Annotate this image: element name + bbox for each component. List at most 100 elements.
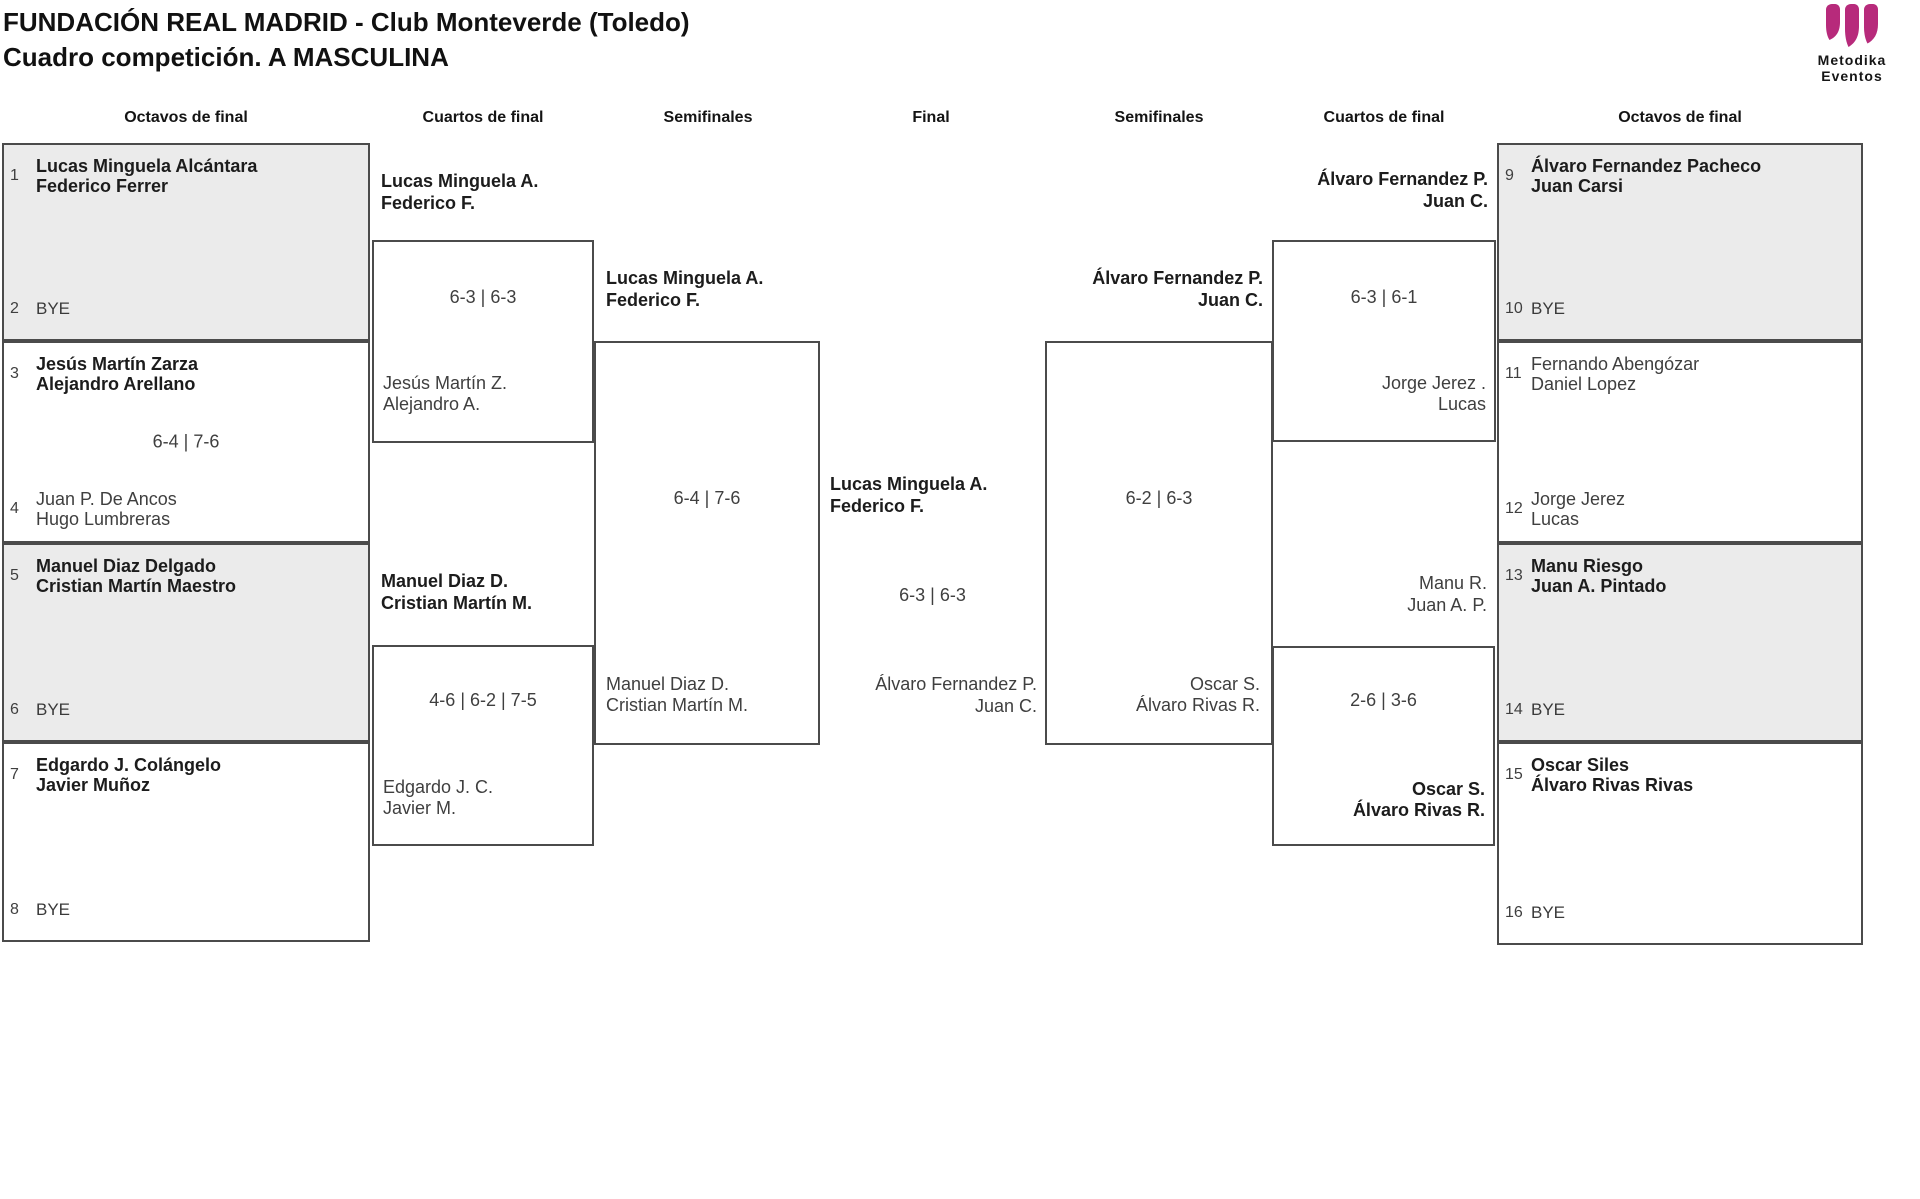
pair-names: Edgardo J. Colángelo Javier Muñoz <box>36 755 221 795</box>
match-score: 2-6 | 3-6 <box>1350 690 1417 710</box>
bracket-entry-bye: 10 BYE <box>1505 299 1565 319</box>
player-2: Federico F. <box>830 496 925 516</box>
player-1: Manuel Diaz Delgado <box>36 556 217 576</box>
player-2: Federico Ferrer <box>36 176 169 196</box>
qf-right-match-2: 2-6 | 3-6 Oscar S. Álvaro Rivas R. <box>1272 646 1495 846</box>
player-2: Álvaro Rivas R. <box>1352 800 1485 820</box>
player-1: Edgardo J. Colángelo <box>36 755 222 775</box>
round-header-r16-right: Octavos de final <box>1618 109 1742 126</box>
brand-name-line1: Metodika <box>1817 52 1887 68</box>
player-2: Alejandro A. <box>383 394 481 414</box>
bracket-entry: 12 Jorge Jerez Lucas <box>1505 489 1857 529</box>
match-score: 4-6 | 6-2 | 7-5 <box>429 690 537 710</box>
pair-names: Jorge Jerez Lucas <box>1531 489 1625 529</box>
player-1: Juan P. De Ancos <box>36 489 177 509</box>
player-1: Jorge Jerez <box>1531 489 1626 509</box>
qf-left-1-winner: Lucas Minguela A. Federico F. <box>381 170 538 214</box>
player-1: Fernando Abengózar <box>1531 354 1700 374</box>
qf-left-2-loser: Edgardo J. C. Javier M. <box>383 777 493 819</box>
bracket-entry-bye: 14 BYE <box>1505 700 1565 720</box>
player-2: Juan C. <box>1197 290 1263 310</box>
pair-names: Oscar Siles Álvaro Rivas Rivas <box>1531 755 1693 795</box>
seed-number: 6 <box>10 701 19 718</box>
player-1: Edgardo J. C. <box>383 777 494 797</box>
player-2: Daniel Lopez <box>1531 374 1637 394</box>
player-2: Javier Muñoz <box>36 775 151 795</box>
player-2: Álvaro Rivas Rivas <box>1531 775 1694 795</box>
bracket-entry-bye: 2 BYE <box>10 299 70 319</box>
match-score: 6-4 | 7-6 <box>673 488 741 508</box>
seed-number: 16 <box>1505 904 1523 921</box>
player-1: Oscar S. <box>1189 674 1260 694</box>
player-2: Hugo Lumbreras <box>36 509 171 529</box>
r16-left-match-4: 7 Edgardo J. Colángelo Javier Muñoz 8 BY… <box>2 742 370 942</box>
bracket-entry-bye: 6 BYE <box>10 700 70 720</box>
pair-names: Manuel Diaz Delgado Cristian Martín Maes… <box>36 556 236 596</box>
bracket-entry: 4 Juan P. De Ancos Hugo Lumbreras <box>10 489 364 529</box>
r16-left-match-3: 5 Manuel Diaz Delgado Cristian Martín Ma… <box>2 543 370 742</box>
player-2: Cristian Martín M. <box>381 593 533 613</box>
seed-number: 5 <box>10 567 19 584</box>
bye-label: BYE <box>1531 299 1566 318</box>
player-2: Federico F. <box>606 290 701 310</box>
page-title: FUNDACIÓN REAL MADRID - Club Monteverde … <box>3 5 690 75</box>
r16-right-match-1: 9 Álvaro Fernandez Pacheco Juan Carsi 10… <box>1497 143 1863 341</box>
player-1: Oscar S. <box>1411 779 1485 799</box>
player-2: Álvaro Rivas R. <box>1135 695 1260 715</box>
player-1: Lucas Minguela A. <box>606 268 764 288</box>
player-1: Jesús Martín Z. <box>383 373 508 393</box>
round-header-r16-left: Octavos de final <box>124 109 248 126</box>
match-score: 6-3 | 6-1 <box>1350 287 1418 307</box>
qf-left-match-2: 4-6 | 6-2 | 7-5 Edgardo J. C. Javier M. <box>372 645 594 846</box>
seed-number: 10 <box>1505 300 1523 317</box>
sf-left-loser: Manuel Diaz D. Cristian Martín M. <box>606 674 748 716</box>
player-1: Lucas Minguela Alcántara <box>36 156 258 176</box>
bye-label: BYE <box>36 900 71 919</box>
bye-label: BYE <box>36 700 71 719</box>
seed-number: 14 <box>1505 701 1523 718</box>
player-1: Manu Riesgo <box>1531 556 1644 576</box>
r16-left-match-1: 1 Lucas Minguela Alcántara Federico Ferr… <box>2 143 370 341</box>
seed-number: 12 <box>1505 500 1523 517</box>
player-2: Cristian Martín Maestro <box>36 576 237 596</box>
player-2: Juan C. <box>974 696 1037 716</box>
player-1: Álvaro Fernandez P. <box>1092 268 1263 288</box>
sf-right-match: 6-2 | 6-3 Oscar S. Álvaro Rivas R. <box>1045 341 1273 745</box>
metodika-mark-icon <box>1826 4 1878 47</box>
player-2: Lucas <box>1531 509 1580 529</box>
player-1: Álvaro Fernandez P. <box>875 674 1037 694</box>
player-1: Lucas Minguela A. <box>830 474 988 494</box>
final-score: 6-3 | 6-3 <box>899 585 966 605</box>
bye-label: BYE <box>36 299 71 318</box>
match-score: 6-4 | 7-6 <box>152 431 220 452</box>
pair-names: Fernando Abengózar Daniel Lopez <box>1531 354 1699 394</box>
bracket-entry: 3 Jesús Martín Zarza Alejandro Arellano <box>10 354 364 394</box>
bracket-entry: 7 Edgardo J. Colángelo Javier Muñoz <box>10 755 364 795</box>
player-1: Jesús Martín Zarza <box>36 354 199 374</box>
player-2: Javier M. <box>383 798 457 818</box>
player-2: Cristian Martín M. <box>606 695 749 715</box>
pair-names: Lucas Minguela Alcántara Federico Ferrer <box>36 156 257 196</box>
bye-label: BYE <box>1531 903 1566 922</box>
player-1: Lucas Minguela A. <box>381 171 539 191</box>
seed-number: 4 <box>10 500 19 517</box>
round-header-sf-left: Semifinales <box>663 109 753 126</box>
seed-number: 13 <box>1505 567 1523 584</box>
bracket-entry-bye: 8 BYE <box>10 900 70 920</box>
bye-label: BYE <box>1531 700 1566 719</box>
round-header-qf-left: Cuartos de final <box>422 109 544 126</box>
final-winner: Lucas Minguela A. Federico F. <box>830 473 987 517</box>
sf-right-winner: Álvaro Fernandez P. Juan C. <box>1092 267 1263 311</box>
bracket-entry: 5 Manuel Diaz Delgado Cristian Martín Ma… <box>10 556 364 596</box>
player-1: Manuel Diaz D. <box>381 571 509 591</box>
title-line1: FUNDACIÓN REAL MADRID - Club Monteverde … <box>3 7 690 37</box>
qf-left-match-1: 6-3 | 6-3 Jesús Martín Z. Alejandro A. <box>372 240 594 443</box>
brand-name-line2: Eventos <box>1821 68 1883 84</box>
seed-number: 15 <box>1505 766 1523 783</box>
seed-number: 7 <box>10 766 19 783</box>
player-2: Juan A. P. <box>1407 595 1487 615</box>
round-header-final: Final <box>912 109 950 126</box>
player-1: Jorge Jerez . <box>1381 373 1486 393</box>
player-1: Manuel Diaz D. <box>606 674 730 694</box>
sf-left-match: 6-4 | 7-6 Manuel Diaz D. Cristian Martín… <box>594 341 820 745</box>
